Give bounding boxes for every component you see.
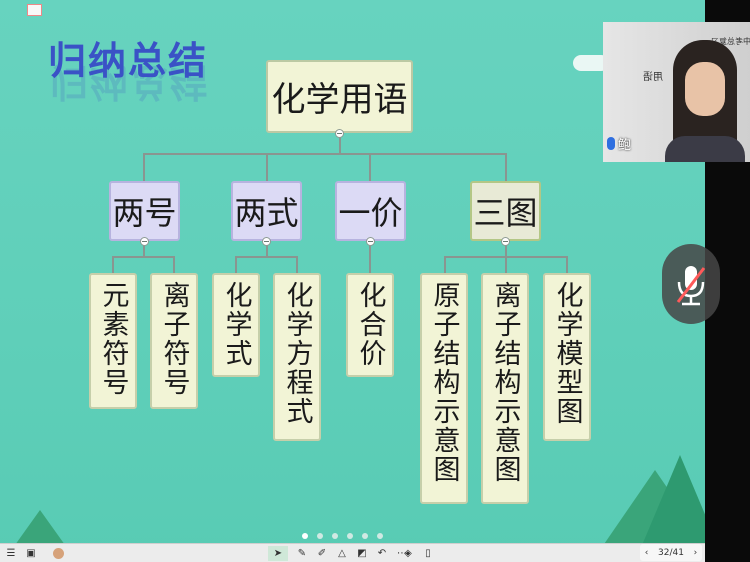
- slides-icon[interactable]: ▣: [26, 548, 36, 559]
- collapse-icon[interactable]: [335, 129, 344, 138]
- person-silhouette: [665, 40, 745, 162]
- page-number: 32/41: [658, 547, 684, 558]
- page-navigator: ‹ 32/41 ›: [640, 544, 702, 561]
- mindmap-leaf[interactable]: 离子结构示意图: [481, 273, 529, 504]
- mindmap-leaf[interactable]: 元素符号: [89, 273, 137, 409]
- slide-canvas: 归纳总结 归纳总结 化学用语 两号 两式 一价: [0, 0, 705, 562]
- pen-tool-icon[interactable]: ✎: [297, 548, 307, 559]
- undo-icon[interactable]: ↶: [377, 548, 387, 559]
- video-board-text-2: 用语: [643, 72, 663, 83]
- menu-icon[interactable]: ☰: [6, 548, 16, 559]
- app-logo-icon: [27, 4, 42, 16]
- prev-page-icon[interactable]: ‹: [644, 547, 649, 558]
- pointer-tool-icon[interactable]: ➤: [268, 546, 288, 561]
- mindmap-leaf[interactable]: 化合价: [346, 273, 394, 377]
- collapse-icon[interactable]: [262, 237, 271, 246]
- slide-dots: [302, 533, 383, 539]
- microphone-icon: [607, 137, 615, 150]
- highlighter-tool-icon[interactable]: ✐: [317, 548, 327, 559]
- mindmap-leaf[interactable]: 原子结构示意图: [420, 273, 468, 504]
- collapse-icon[interactable]: [366, 237, 375, 246]
- mindmap-leaf[interactable]: 离子符号: [150, 273, 198, 409]
- mindmap-leaf[interactable]: 化学方程式: [273, 273, 321, 441]
- mute-microphone-button[interactable]: [662, 244, 720, 324]
- mindmap-root-node[interactable]: 化学用语: [266, 60, 413, 133]
- avatar-icon[interactable]: [50, 546, 66, 561]
- eraser-tool-icon[interactable]: ◩: [357, 548, 367, 559]
- more-tools-icon[interactable]: ⋯: [397, 548, 407, 559]
- laser-icon[interactable]: ◈: [404, 548, 412, 559]
- microphone-muted-icon: [676, 266, 706, 306]
- slide-title: 归纳总结: [48, 39, 209, 83]
- shape-tool-icon[interactable]: △: [338, 548, 346, 559]
- mindmap-leaf[interactable]: 化学式: [212, 273, 260, 377]
- slide-title-reflection: 归纳总结: [50, 60, 211, 104]
- collapse-icon[interactable]: [140, 237, 149, 246]
- participant-name: 鲍: [607, 134, 631, 153]
- presentation-toolbar: ☰ ▣ ➤ ✎ ✐ △ ◩ ↶ ⋯ ◈ ▯: [0, 543, 705, 562]
- device-icon[interactable]: ▯: [425, 548, 431, 559]
- video-feed[interactable]: 化学中考总复习 用语 鲍: [603, 22, 750, 162]
- mindmap-node-lianghao[interactable]: 两号: [109, 181, 180, 241]
- collapse-icon[interactable]: [501, 237, 510, 246]
- mindmap-node-santu[interactable]: 三图: [470, 181, 541, 241]
- mindmap-node-yijia[interactable]: 一价: [335, 181, 406, 241]
- mindmap-node-liangshi[interactable]: 两式: [231, 181, 302, 241]
- mindmap-leaf[interactable]: 化学模型图: [543, 273, 591, 441]
- next-page-icon[interactable]: ›: [693, 547, 698, 558]
